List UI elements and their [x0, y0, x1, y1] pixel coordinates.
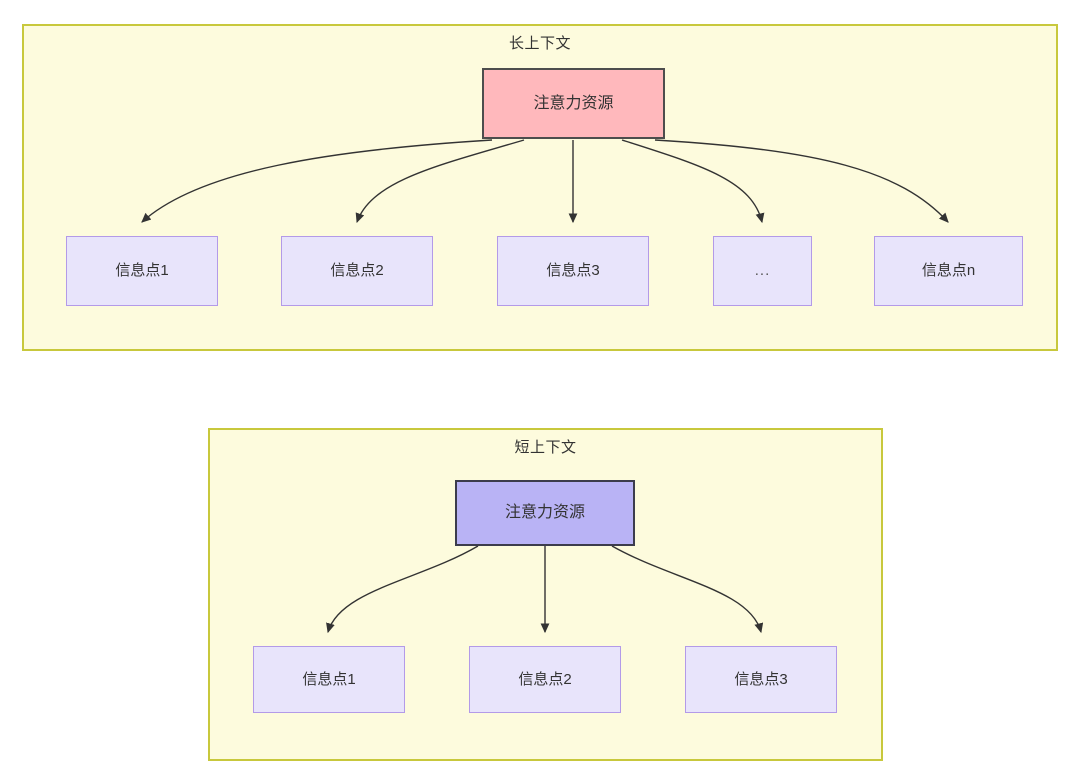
node-leaf-long-2[interactable]: 信息点2 — [281, 236, 433, 306]
node-leaf-long-ellipsis[interactable]: ... — [713, 236, 812, 306]
node-leaf-long-ellipsis-label: ... — [754, 262, 771, 279]
node-leaf-long-3[interactable]: 信息点3 — [497, 236, 649, 306]
node-leaf-short-3-label: 信息点3 — [734, 670, 788, 688]
node-leaf-short-1[interactable]: 信息点1 — [253, 646, 405, 713]
group-title-long-context: 长上下文 — [508, 35, 571, 52]
node-root-long-context-label: 注意力资源 — [533, 94, 614, 112]
node-leaf-long-1[interactable]: 信息点1 — [66, 236, 218, 306]
node-leaf-long-2-label: 信息点2 — [330, 262, 384, 279]
node-root-long-context[interactable]: 注意力资源 — [482, 68, 665, 139]
node-leaf-long-n[interactable]: 信息点n — [874, 236, 1023, 306]
node-leaf-long-n-label: 信息点n — [921, 262, 976, 279]
node-root-short-context[interactable]: 注意力资源 — [455, 480, 635, 546]
node-leaf-long-1-label: 信息点1 — [115, 262, 169, 279]
group-title-short-context: 短上下文 — [514, 439, 577, 456]
node-root-short-context-label: 注意力资源 — [504, 504, 585, 522]
node-leaf-short-3[interactable]: 信息点3 — [685, 646, 837, 713]
node-leaf-short-1-label: 信息点1 — [302, 670, 356, 688]
node-leaf-short-2-label: 信息点2 — [518, 670, 572, 688]
node-leaf-short-2[interactable]: 信息点2 — [469, 646, 621, 713]
node-leaf-long-3-label: 信息点3 — [546, 262, 600, 279]
